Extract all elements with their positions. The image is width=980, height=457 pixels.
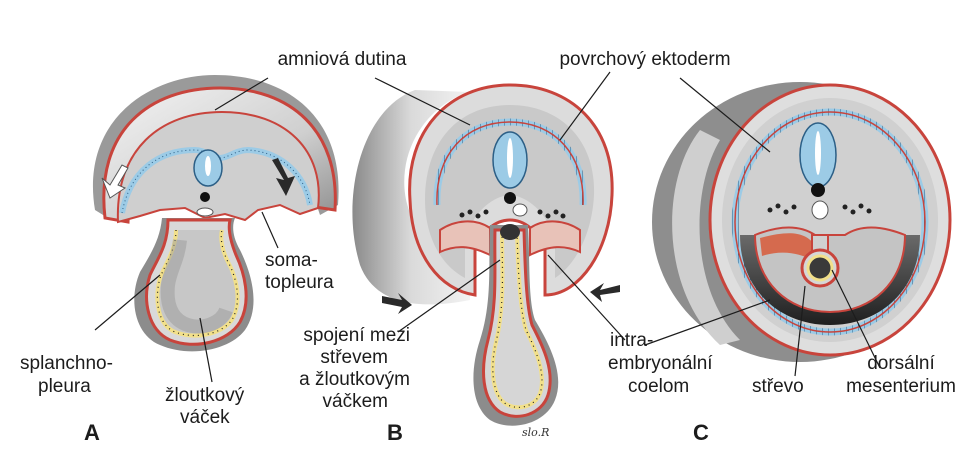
leader-lines [94, 71, 881, 383]
label-spojeni-1: spojení mezi [303, 325, 410, 346]
label-spojeni-4: váčkem [322, 391, 388, 412]
label-spojeni-3: a žloutkovým [299, 369, 410, 390]
label-dorsalni-2: mesenterium [846, 376, 956, 397]
label-strevo: střevo [752, 376, 804, 397]
panel-c-embryo [652, 82, 952, 362]
panel-label-a: A [84, 420, 100, 445]
label-zloutkovy-vacek-1: žloutkový [165, 385, 245, 406]
label-somatopleura-1: soma- [265, 250, 318, 271]
panel-a-embryo [92, 75, 339, 352]
label-somatopleura-2: topleura [265, 272, 334, 293]
label-dorsalni-1: dorsální [867, 353, 935, 374]
label-intra-1: intra- [610, 330, 654, 351]
artist-signature: slo.R [522, 426, 550, 439]
label-splanchnopleura-1: splanchno- [20, 353, 113, 374]
label-amniova-dutina: amniová dutina [277, 49, 407, 70]
label-splanchnopleura-2: pleura [38, 376, 91, 397]
label-povrchovy-ektoderm: povrchový ektoderm [559, 49, 731, 70]
panel-label-c: C [693, 420, 709, 445]
panel-label-b: B [387, 420, 403, 445]
label-intra-3: coelom [628, 376, 690, 397]
label-spojeni-2: střevem [320, 347, 388, 368]
panel-b-embryo [352, 83, 620, 426]
label-intra-2: embryonální [608, 353, 713, 374]
label-zloutkovy-vacek-2: váček [180, 407, 230, 428]
